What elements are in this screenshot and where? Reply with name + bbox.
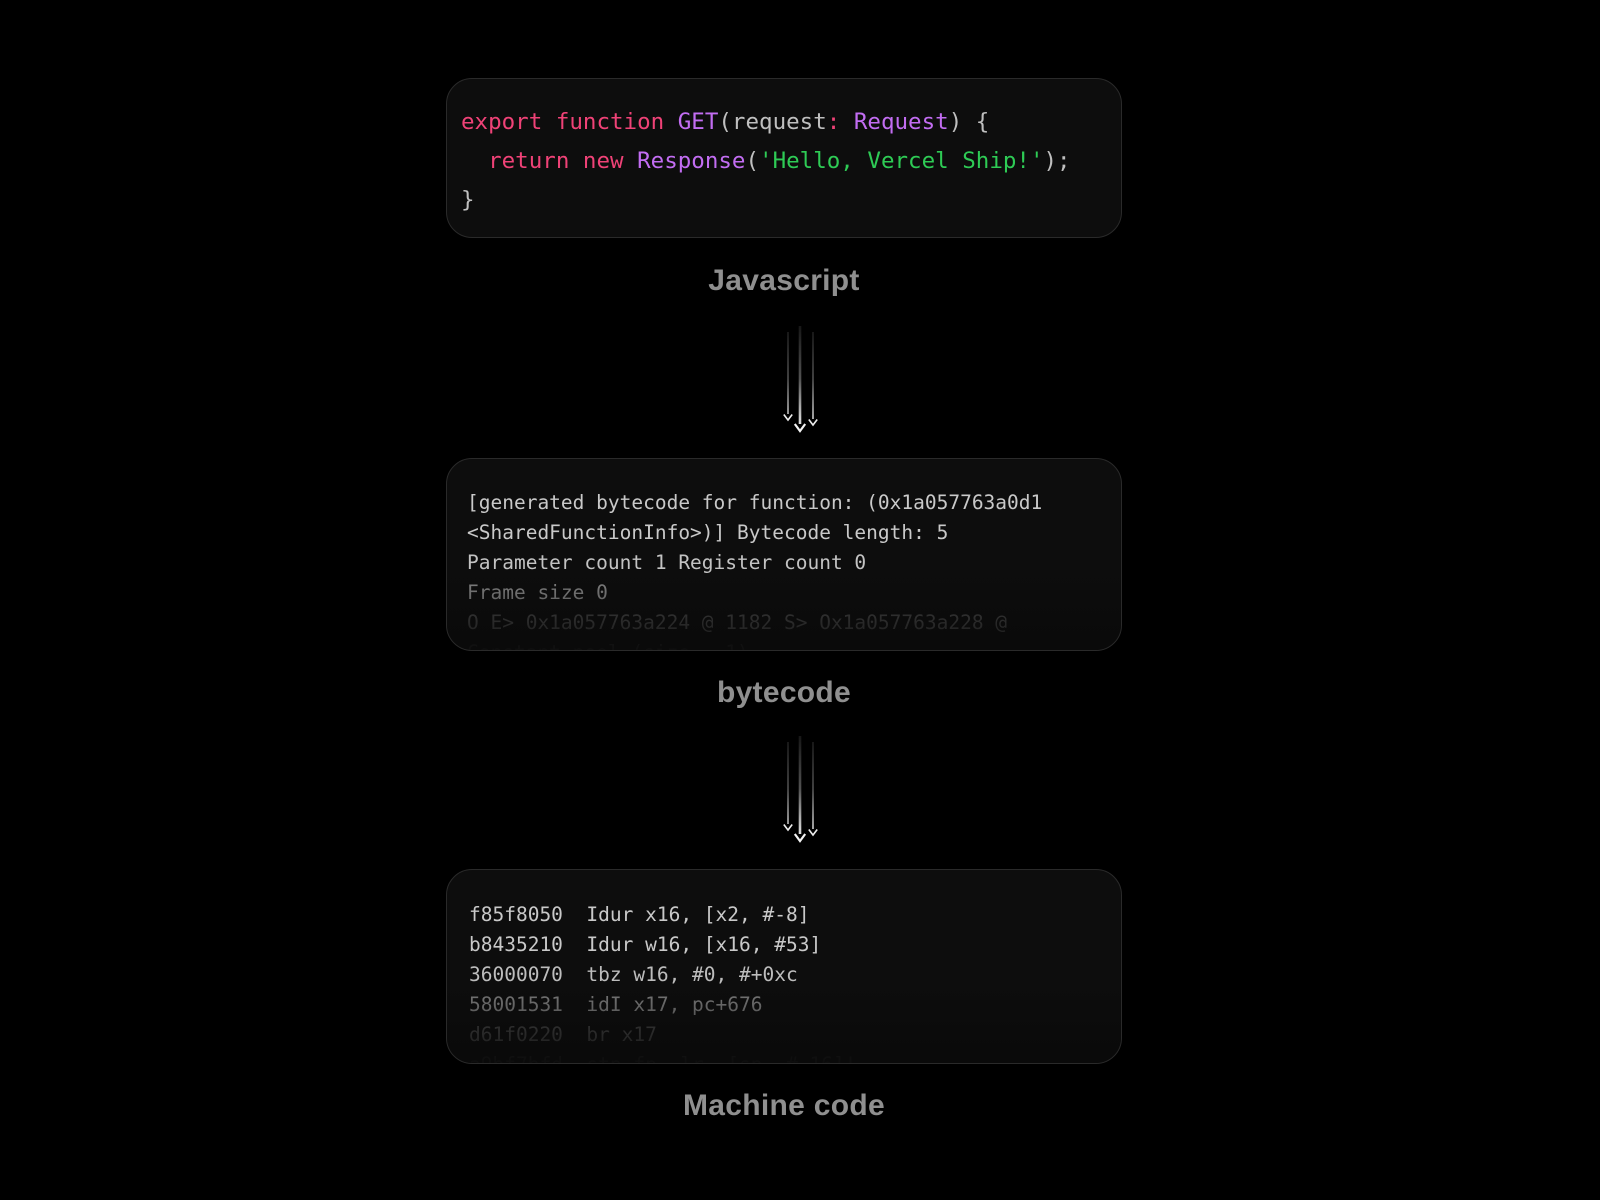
code-line: a9bf7bfd stp fp, lr, [sp, #-16]! [469, 1050, 1121, 1063]
code-line: return new Response('Hello, Vercel Ship!… [488, 148, 1071, 174]
javascript-code: export function GET(request: Request) { … [447, 79, 1121, 220]
code-line: b8435210 Idur w16, [x16, #53] [469, 933, 822, 956]
machine-code-label: Machine code [683, 1089, 885, 1122]
code-line: Frame size 0 [467, 581, 608, 604]
code-line: [generated bytecode for function: (0x1a0… [467, 491, 1043, 514]
javascript-code-card: export function GET(request: Request) { … [446, 78, 1122, 238]
code-line: 58001531 idI x17, pc+676 [469, 993, 763, 1016]
down-arrows-icon [783, 326, 818, 433]
javascript-label: Javascript [708, 264, 860, 297]
code-line: 36000070 tbz w16, #0, #+0xc [469, 963, 798, 986]
code-line: <SharedFunctionInfo>)] Bytecode length: … [467, 521, 949, 544]
code-line: Constant pool (size = 1) [467, 638, 1121, 650]
bytecode-card: [generated bytecode for function: (0x1a0… [446, 458, 1122, 651]
code-line: d61f0220 br x17 [469, 1023, 657, 1046]
bytecode-text: [generated bytecode for function: (0x1a0… [447, 459, 1121, 650]
code-line: Parameter count 1 Register count 0 [467, 551, 867, 574]
code-line: O E> 0x1a057763a224 @ 1182 S> Ox1a057763… [467, 611, 1008, 634]
code-line: export function GET(request: Request) { [461, 109, 990, 135]
code-line: f85f8050 Idur x16, [x2, #-8] [469, 903, 810, 926]
machine-code-card: f85f8050 Idur x16, [x2, #-8] b8435210 Idu… [446, 869, 1122, 1064]
bytecode-label: bytecode [716, 676, 852, 709]
code-line: } [461, 187, 475, 213]
machine-code-text: f85f8050 Idur x16, [x2, #-8] b8435210 Idu… [447, 870, 1121, 1063]
down-arrows-icon [783, 736, 818, 843]
